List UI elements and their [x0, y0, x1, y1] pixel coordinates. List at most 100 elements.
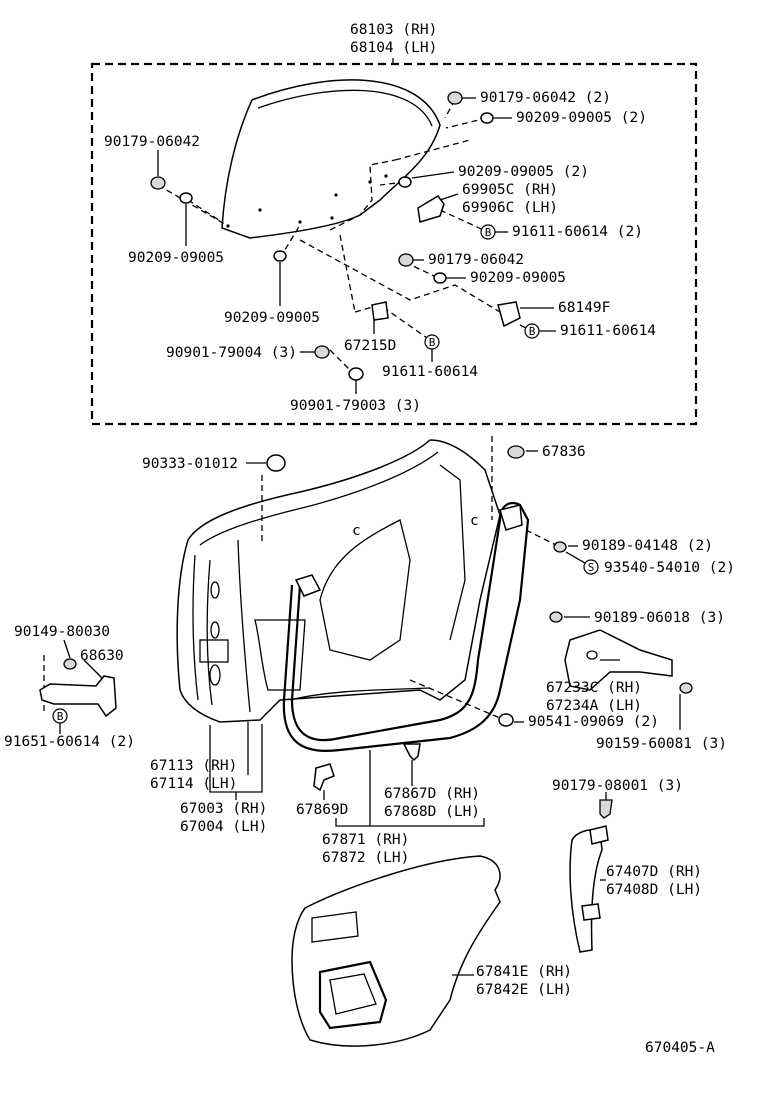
- glass-hole: [258, 208, 262, 212]
- door-bottom-edge: [289, 687, 431, 701]
- leader: [439, 209, 489, 233]
- trim-marking: [311, 911, 359, 943]
- door-hole: [210, 581, 220, 599]
- trim-lh: 67842E (LH): [476, 982, 572, 998]
- plug-icon: [266, 454, 286, 472]
- door-opening-main: [319, 519, 411, 661]
- run-channel: [569, 828, 603, 953]
- weatherstrip-clip: [499, 504, 523, 531]
- glass-hole: [384, 174, 388, 178]
- part-label: 90179-06042: [104, 134, 200, 150]
- glass-hole: [330, 216, 334, 220]
- washer-icon: [433, 272, 447, 284]
- nut-icon: [447, 91, 463, 105]
- glass-group-frame: [90, 62, 698, 426]
- leader: [335, 818, 485, 827]
- leader: [394, 139, 471, 161]
- bolt-icon: [63, 658, 77, 670]
- leader: [279, 224, 301, 259]
- glass-part-lh: 68104 (LH): [350, 40, 437, 56]
- nut-icon: [150, 176, 166, 190]
- nut-icon: [599, 799, 613, 819]
- clip-icon: [498, 713, 514, 727]
- bolt-icon: [553, 541, 567, 553]
- glass-part-rh: 68103 (RH): [350, 22, 437, 38]
- door-clip-mark: c: [470, 513, 479, 529]
- weatherstrip-rh: 67871 (RH): [322, 832, 409, 848]
- part-label: 67215D: [344, 338, 396, 354]
- leader: [83, 659, 103, 679]
- nut-icon: [314, 345, 330, 359]
- door-hole: [209, 664, 221, 686]
- bolt-icon: [549, 611, 563, 623]
- weatherstrip-clip: [294, 574, 322, 597]
- door-check: 68630: [80, 648, 124, 664]
- bolt-b-label: B: [485, 226, 492, 239]
- channel-rh: 67407D (RH): [606, 864, 702, 880]
- door-screw: 93540-54010 (2): [604, 560, 735, 576]
- bolt-b-label: B: [529, 325, 536, 338]
- door-plug: 90333-01012: [142, 456, 238, 472]
- bracket-icon: [497, 301, 521, 328]
- leader: [354, 304, 431, 341]
- washer-icon: [179, 192, 193, 204]
- door-hinge-lh: 67234A (LH): [546, 698, 642, 714]
- door-outer-edge: [192, 554, 199, 701]
- bolt-icon: [679, 682, 693, 694]
- trim-rh: 67841E (RH): [476, 964, 572, 980]
- part-label: 90901-79003 (3): [290, 398, 421, 414]
- washer-icon: [348, 367, 364, 381]
- channel-bracket: [589, 825, 609, 845]
- leader: [63, 639, 71, 659]
- door-inner-edge: [237, 539, 251, 713]
- door-outer-edge2: [206, 559, 213, 706]
- bracket-icon: [371, 301, 389, 321]
- screw-s-label: S: [588, 561, 595, 574]
- door-rear-frame: [439, 464, 466, 641]
- stopper-icon: [402, 743, 421, 762]
- door-check: [39, 675, 117, 718]
- door-rh: 67003 (RH): [180, 801, 267, 817]
- door-trim: [291, 855, 501, 1047]
- glass-hole: [334, 193, 338, 197]
- leader: [565, 551, 586, 564]
- part-label: 90209-09005 (2): [458, 164, 589, 180]
- glass-edge: [257, 89, 433, 127]
- leader: [187, 199, 223, 223]
- part-label: 68149F: [558, 300, 610, 316]
- door-clip-lower: 90541-09069 (2): [528, 714, 659, 730]
- stopper-lh: 67868D (LH): [384, 804, 480, 820]
- door-hole: [210, 621, 220, 639]
- trim-armrest: [318, 960, 388, 1030]
- door-bolt-lower: 90159-60081 (3): [596, 736, 727, 752]
- nut-icon: [398, 253, 414, 267]
- washer-icon: [480, 112, 494, 124]
- bracket-icon: [417, 195, 445, 223]
- door-panel-outer: [176, 439, 501, 723]
- bolt-b-label: B: [429, 336, 436, 349]
- part-label: 90209-09005: [470, 270, 566, 286]
- washer-icon: [273, 250, 287, 262]
- part-label: 90179-06042 (2): [480, 90, 611, 106]
- part-label: 69905C (RH): [462, 182, 558, 198]
- door-hinge-rh: 67233C (RH): [546, 680, 642, 696]
- leader: [525, 529, 557, 546]
- door-glass: [221, 79, 441, 239]
- part-label: 90209-09005: [224, 310, 320, 326]
- part-label: 90179-06042: [428, 252, 524, 268]
- leader: [329, 159, 396, 231]
- washer-icon: [398, 176, 412, 188]
- door-lh: 67004 (LH): [180, 819, 267, 835]
- leader: [411, 171, 455, 179]
- door-clip: 67836: [542, 444, 586, 460]
- door-panel-rh: 67113 (RH): [150, 758, 237, 774]
- door-clip-mark: c: [352, 523, 361, 539]
- diagram-id: 670405-A: [645, 1040, 715, 1056]
- channel-bracket: [581, 903, 601, 921]
- leader: [445, 117, 488, 129]
- part-label: 90209-09005 (2): [516, 110, 647, 126]
- weatherstrip: [282, 502, 530, 752]
- door-check-bolt2: 91651-60614 (2): [4, 734, 135, 750]
- door-check-bolt: 90149-80030: [14, 624, 110, 640]
